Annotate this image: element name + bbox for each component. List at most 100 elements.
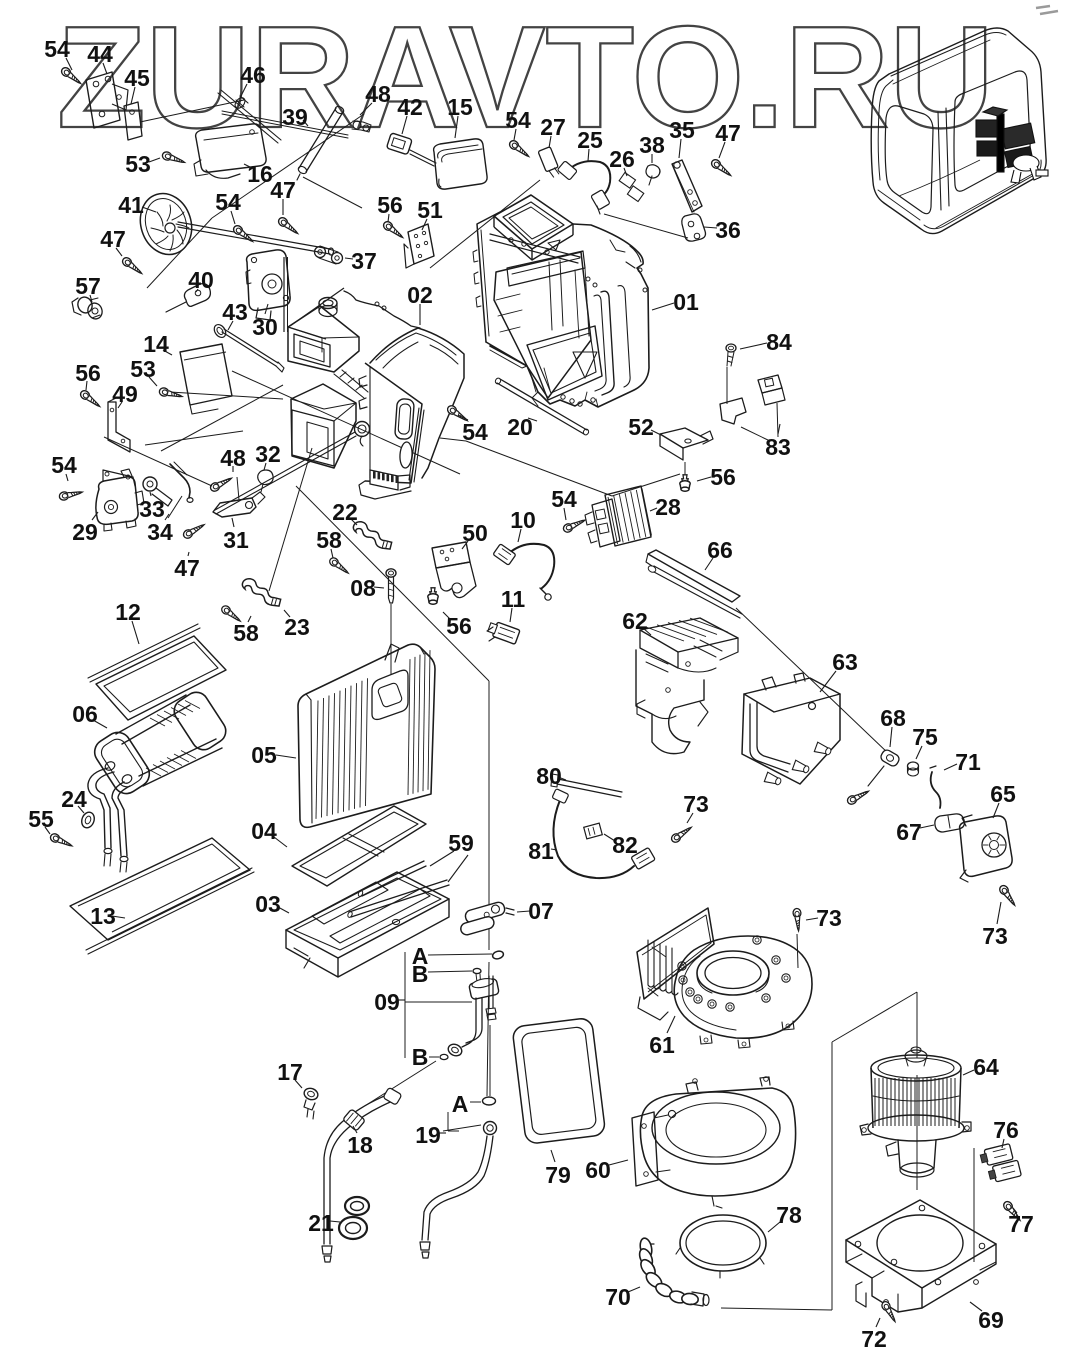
svg-text:53: 53 bbox=[130, 356, 156, 382]
svg-text:82: 82 bbox=[612, 832, 638, 858]
svg-text:06: 06 bbox=[72, 701, 98, 727]
svg-text:76: 76 bbox=[993, 1117, 1019, 1143]
svg-text:67: 67 bbox=[896, 819, 922, 845]
svg-text:33: 33 bbox=[139, 496, 165, 522]
svg-text:56: 56 bbox=[377, 192, 403, 218]
svg-text:83: 83 bbox=[765, 434, 791, 460]
svg-text:20: 20 bbox=[507, 414, 533, 440]
svg-text:31: 31 bbox=[223, 527, 249, 553]
svg-text:47: 47 bbox=[715, 120, 741, 146]
svg-text:81: 81 bbox=[528, 838, 554, 864]
svg-text:73: 73 bbox=[683, 791, 709, 817]
svg-text:54: 54 bbox=[462, 419, 488, 445]
svg-text:09: 09 bbox=[374, 989, 400, 1015]
svg-text:26: 26 bbox=[609, 146, 635, 172]
svg-text:56: 56 bbox=[75, 360, 101, 386]
svg-text:39: 39 bbox=[282, 104, 308, 130]
svg-text:47: 47 bbox=[100, 226, 126, 252]
svg-text:64: 64 bbox=[973, 1054, 999, 1080]
svg-text:15: 15 bbox=[447, 94, 473, 120]
svg-text:A: A bbox=[452, 1091, 469, 1117]
svg-text:32: 32 bbox=[255, 441, 281, 467]
svg-text:43: 43 bbox=[222, 299, 248, 325]
svg-text:80: 80 bbox=[536, 763, 562, 789]
svg-text:55: 55 bbox=[28, 806, 54, 832]
svg-text:35: 35 bbox=[669, 117, 695, 143]
svg-text:11: 11 bbox=[501, 586, 526, 612]
svg-text:08: 08 bbox=[350, 575, 376, 601]
svg-text:68: 68 bbox=[880, 705, 906, 731]
svg-text:49: 49 bbox=[112, 381, 138, 407]
svg-text:56: 56 bbox=[710, 464, 736, 490]
svg-text:27: 27 bbox=[540, 114, 566, 140]
svg-text:38: 38 bbox=[639, 132, 665, 158]
svg-text:60: 60 bbox=[585, 1157, 611, 1183]
svg-text:17: 17 bbox=[277, 1059, 303, 1085]
svg-text:05: 05 bbox=[251, 742, 277, 768]
svg-text:47: 47 bbox=[174, 555, 200, 581]
svg-text:58: 58 bbox=[316, 527, 342, 553]
svg-text:73: 73 bbox=[982, 923, 1008, 949]
svg-text:47: 47 bbox=[270, 177, 296, 203]
svg-text:10: 10 bbox=[510, 507, 536, 533]
svg-text:72: 72 bbox=[861, 1326, 887, 1352]
svg-text:61: 61 bbox=[649, 1032, 675, 1058]
svg-text:54: 54 bbox=[551, 486, 577, 512]
svg-text:22: 22 bbox=[332, 499, 358, 525]
svg-text:04: 04 bbox=[251, 818, 277, 844]
svg-text:36: 36 bbox=[715, 217, 741, 243]
svg-text:54: 54 bbox=[215, 189, 241, 215]
svg-text:41: 41 bbox=[118, 192, 144, 218]
svg-text:23: 23 bbox=[284, 614, 310, 640]
svg-text:77: 77 bbox=[1008, 1211, 1034, 1237]
svg-text:57: 57 bbox=[75, 273, 101, 299]
svg-text:45: 45 bbox=[124, 65, 150, 91]
svg-text:59: 59 bbox=[448, 830, 474, 856]
svg-text:62: 62 bbox=[622, 608, 648, 634]
svg-text:54: 54 bbox=[51, 452, 77, 478]
svg-text:78: 78 bbox=[776, 1202, 802, 1228]
svg-text:19: 19 bbox=[415, 1122, 441, 1148]
svg-text:54: 54 bbox=[505, 107, 531, 133]
svg-text:12: 12 bbox=[115, 599, 141, 625]
svg-text:46: 46 bbox=[240, 62, 266, 88]
svg-text:18: 18 bbox=[347, 1132, 373, 1158]
svg-text:07: 07 bbox=[528, 898, 554, 924]
svg-text:A: A bbox=[412, 943, 429, 969]
svg-text:01: 01 bbox=[673, 289, 699, 315]
svg-text:63: 63 bbox=[832, 649, 858, 675]
svg-text:75: 75 bbox=[912, 724, 938, 750]
svg-text:14: 14 bbox=[143, 331, 169, 357]
svg-text:02: 02 bbox=[407, 282, 433, 308]
svg-text:48: 48 bbox=[365, 81, 391, 107]
svg-text:24: 24 bbox=[61, 786, 87, 812]
svg-text:51: 51 bbox=[417, 197, 443, 223]
svg-text:52: 52 bbox=[628, 414, 654, 440]
svg-text:ZURAVTO.RU: ZURAVTO.RU bbox=[57, 0, 994, 158]
svg-text:B: B bbox=[412, 961, 429, 987]
svg-text:30: 30 bbox=[252, 314, 278, 340]
svg-text:70: 70 bbox=[605, 1284, 631, 1310]
svg-text:54: 54 bbox=[44, 36, 70, 62]
svg-text:48: 48 bbox=[220, 445, 246, 471]
svg-text:58: 58 bbox=[233, 620, 259, 646]
svg-text:16: 16 bbox=[247, 161, 273, 187]
svg-text:13: 13 bbox=[90, 903, 116, 929]
svg-text:65: 65 bbox=[990, 781, 1016, 807]
svg-text:66: 66 bbox=[707, 537, 733, 563]
svg-text:84: 84 bbox=[766, 329, 792, 355]
svg-text:28: 28 bbox=[655, 494, 681, 520]
svg-text:40: 40 bbox=[188, 267, 214, 293]
svg-text:79: 79 bbox=[545, 1162, 571, 1188]
svg-text:73: 73 bbox=[816, 905, 842, 931]
svg-text:56: 56 bbox=[446, 613, 472, 639]
svg-text:B: B bbox=[412, 1044, 429, 1070]
svg-text:53: 53 bbox=[125, 151, 151, 177]
svg-text:42: 42 bbox=[397, 94, 423, 120]
svg-text:69: 69 bbox=[978, 1307, 1004, 1333]
svg-text:37: 37 bbox=[351, 248, 377, 274]
svg-text:50: 50 bbox=[462, 520, 488, 546]
svg-text:44: 44 bbox=[87, 41, 113, 67]
svg-text:25: 25 bbox=[577, 127, 603, 153]
svg-text:03: 03 bbox=[255, 891, 281, 917]
